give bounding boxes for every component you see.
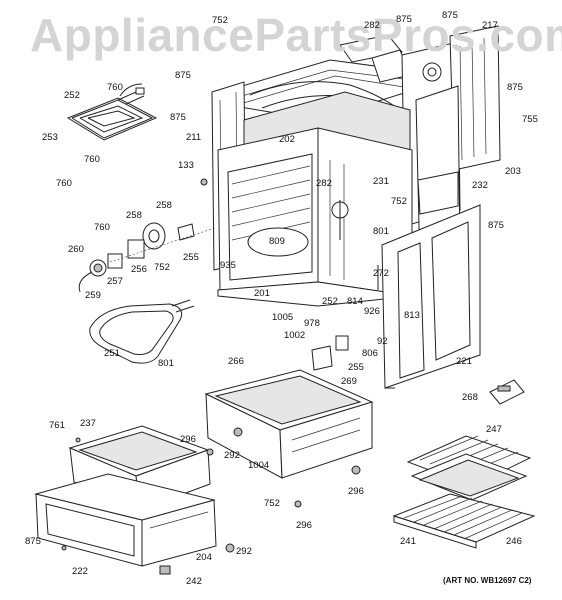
part-label-260: 260 <box>68 244 84 255</box>
part-label-978: 978 <box>304 318 320 329</box>
part-label-237: 237 <box>80 418 96 429</box>
drawer-cavity-drawing <box>204 335 374 479</box>
switch-group-drawing <box>78 222 216 293</box>
watermark: AppliancePartsPros.com <box>30 9 562 61</box>
part-label-875: 875 <box>442 10 458 21</box>
part-label-875: 875 <box>175 70 191 81</box>
part-label-760: 760 <box>94 222 110 233</box>
part-label-252: 252 <box>64 90 80 101</box>
part-label-875: 875 <box>396 14 412 25</box>
part-label-253: 253 <box>42 132 58 143</box>
part-label-268: 268 <box>462 392 478 403</box>
part-label-221: 221 <box>456 356 472 367</box>
oven-frame-drawing <box>211 25 501 307</box>
part-label-258: 258 <box>126 210 142 221</box>
part-label-251: 251 <box>104 348 120 359</box>
part-label-875: 875 <box>170 112 186 123</box>
part-label-255: 255 <box>348 362 364 373</box>
part-label-752: 752 <box>391 196 407 207</box>
part-label-875: 875 <box>488 220 504 231</box>
part-label-1002: 1002 <box>284 330 306 341</box>
part-label-282: 282 <box>316 178 332 189</box>
part-label-259: 259 <box>85 290 101 301</box>
part-label-242: 242 <box>186 576 202 587</box>
part-label-813: 813 <box>404 310 420 321</box>
part-label-296: 296 <box>180 434 196 445</box>
part-label-760: 760 <box>84 154 100 165</box>
part-label-1004: 1004 <box>248 460 270 471</box>
part-label-247: 247 <box>486 424 502 435</box>
part-label-1005: 1005 <box>272 312 294 323</box>
part-label-875: 875 <box>25 536 41 547</box>
part-label-292: 292 <box>236 546 252 557</box>
side-panel-221-drawing <box>381 204 481 389</box>
part-label-256: 256 <box>131 264 147 275</box>
part-label-296: 296 <box>296 520 312 531</box>
part-label-806: 806 <box>362 348 378 359</box>
part-label-875: 875 <box>507 82 523 93</box>
part-label-201: 201 <box>254 288 270 299</box>
part-label-761: 761 <box>49 420 65 431</box>
part-label-272: 272 <box>373 268 389 279</box>
part-label-814: 814 <box>347 296 363 307</box>
part-label-801: 801 <box>373 226 389 237</box>
part-label-217: 217 <box>482 20 498 31</box>
part-label-257: 257 <box>107 276 123 287</box>
hardware-drawing <box>61 178 361 575</box>
part-label-282: 282 <box>364 20 380 31</box>
part-label-241: 241 <box>400 536 416 547</box>
part-label-203: 203 <box>505 166 521 177</box>
part-label-801: 801 <box>158 358 174 369</box>
bake-element-252-drawing <box>66 83 158 141</box>
oven-rack-drawing <box>392 493 536 549</box>
part-label-752: 752 <box>212 15 228 26</box>
part-label-752: 752 <box>264 498 280 509</box>
part-label-222: 222 <box>72 566 88 577</box>
part-label-232: 232 <box>472 180 488 191</box>
part-label-760: 760 <box>56 178 72 189</box>
part-label-133: 133 <box>178 160 194 171</box>
part-label-252: 252 <box>322 296 338 307</box>
part-label-92: 92 <box>377 336 388 347</box>
part-label-266: 266 <box>228 356 244 367</box>
bake-element-251-drawing <box>89 299 195 364</box>
part-label-809: 809 <box>269 236 285 247</box>
part-label-752: 752 <box>154 262 170 273</box>
part-label-255: 255 <box>183 252 199 263</box>
part-label-296: 296 <box>348 486 364 497</box>
hinge-268-drawing <box>489 379 525 405</box>
part-label-292: 292 <box>224 450 240 461</box>
part-label-231: 231 <box>373 176 389 187</box>
part-label-935: 935 <box>220 260 236 271</box>
part-label-258: 258 <box>156 200 172 211</box>
part-label-926: 926 <box>364 306 380 317</box>
part-label-755: 755 <box>522 114 538 125</box>
part-label-760: 760 <box>107 82 123 93</box>
part-label-204: 204 <box>196 552 212 563</box>
part-label-246: 246 <box>506 536 522 547</box>
part-label-202: 202 <box>279 134 295 145</box>
part-label-211: 211 <box>186 132 202 143</box>
broil-pan-drawing <box>406 435 532 501</box>
drawer-front-drawing <box>34 473 217 567</box>
art-number: (ART NO. WB12697 C2) <box>443 576 532 585</box>
part-label-269: 269 <box>341 376 357 387</box>
